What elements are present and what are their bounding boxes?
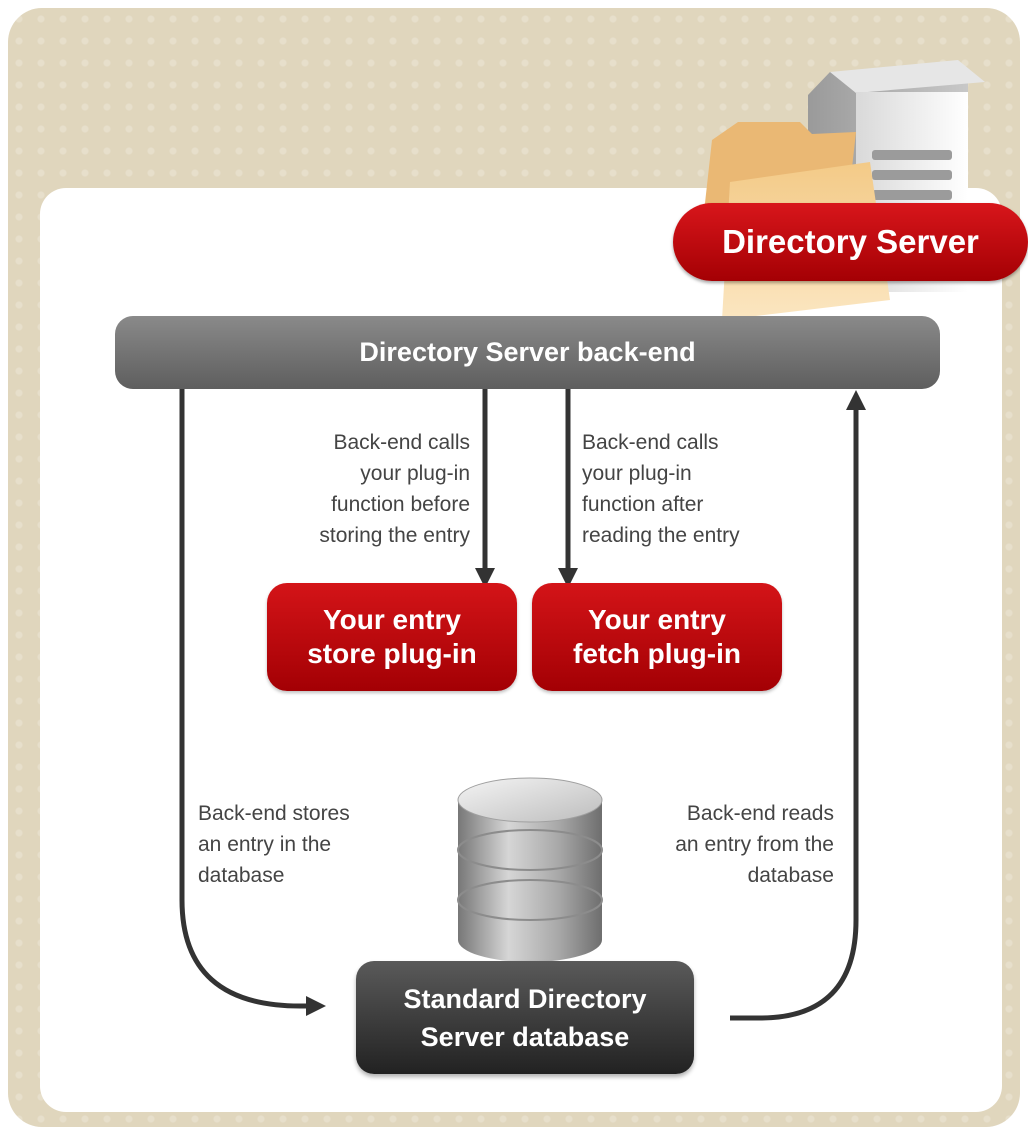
arrow-database-to-backend	[730, 390, 866, 1021]
fetch-plugin-label-1: Your entry	[588, 604, 726, 635]
backend-bar: Directory Server back-end	[115, 316, 940, 389]
database-label-2: Server database	[420, 1021, 630, 1052]
database-label-1: Standard Directory	[403, 983, 647, 1014]
store-plugin-label-1: Your entry	[323, 604, 461, 635]
arrow-store-to-database	[179, 389, 326, 1016]
store-plugin-box: Your entry store plug-in	[267, 583, 517, 691]
fetch-plugin-label-2: fetch plug-in	[573, 638, 741, 669]
database-cylinder-icon	[457, 777, 603, 962]
note-store-call: Back-end calls your plug-in function bef…	[319, 431, 470, 547]
directory-server-badge: Directory Server	[673, 203, 1028, 281]
store-plugin-label-2: store plug-in	[307, 638, 477, 669]
note-reads-db: Back-end reads an entry from the databas…	[675, 802, 834, 887]
note-stores-db: Back-end stores an entry in the database	[198, 802, 350, 887]
note-fetch-call: Back-end calls your plug-in function aft…	[582, 431, 740, 547]
fetch-plugin-box: Your entry fetch plug-in	[532, 583, 782, 691]
standard-database-box: Standard Directory Server database	[356, 961, 694, 1074]
